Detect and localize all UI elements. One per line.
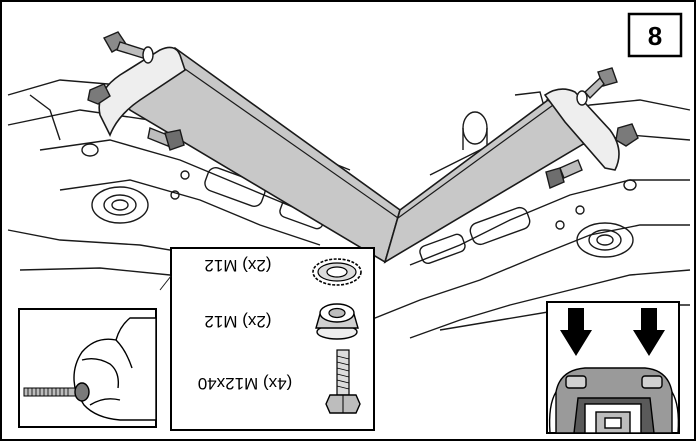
parts-list-box: (2x) M12 (2x) M12 (4x) M12x40 xyxy=(159,247,375,431)
hex-bolt-icon xyxy=(325,349,361,414)
hex-bolt-icon xyxy=(576,67,618,106)
bar-end-caps xyxy=(98,46,620,171)
bolts-on-bar xyxy=(87,31,639,189)
part-label-bolt: (4x) M12x40 xyxy=(198,374,292,393)
threaded-bolt-icon xyxy=(23,387,77,397)
part-label-washer: (2x) M12 xyxy=(204,256,271,275)
inset-vehicle-front xyxy=(546,301,680,434)
flange-nut-icon xyxy=(87,83,111,105)
step-number-box: 8 xyxy=(627,12,683,58)
hex-bolt-icon xyxy=(545,159,583,189)
down-arrow-icon xyxy=(560,308,665,356)
inset-hand-tighten xyxy=(18,308,157,428)
hex-bolt-icon xyxy=(103,31,154,64)
serrated-washer-icon xyxy=(312,258,362,286)
hand-icon xyxy=(73,317,157,421)
part-label-nut: (2x) M12 xyxy=(204,312,271,331)
vehicle-icon xyxy=(548,367,680,434)
flange-nut-icon xyxy=(615,123,639,147)
hex-bolt-icon xyxy=(147,127,185,151)
step-number: 8 xyxy=(648,21,662,51)
flange-nut-icon xyxy=(315,303,359,340)
